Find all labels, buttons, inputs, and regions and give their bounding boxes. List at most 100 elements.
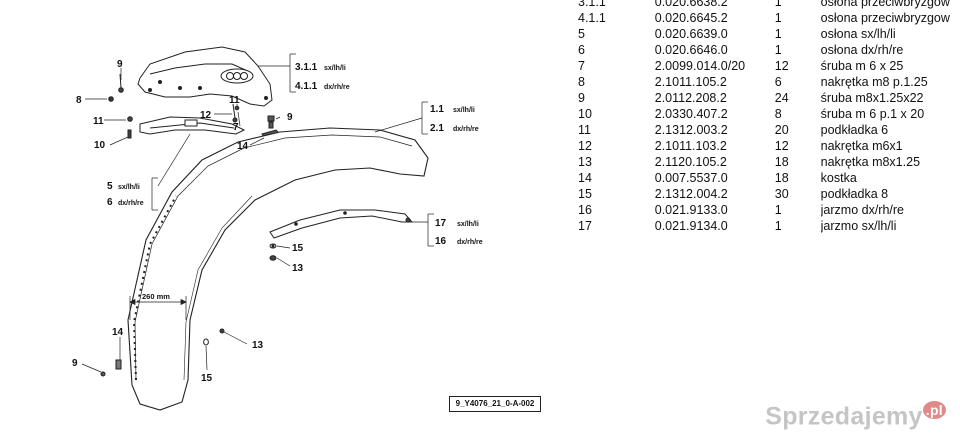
part-ref: 10	[578, 107, 592, 121]
part-code: 0.020.6638.2	[654, 0, 728, 9]
part-code: 2.1120.105.2	[654, 155, 727, 169]
callout-9-mid: 9	[287, 112, 293, 123]
part-code: 0.020.6639.0	[654, 27, 728, 41]
callout-8: 8	[76, 95, 82, 106]
part-ref: 4.1.1	[578, 11, 606, 25]
part-ref: 14	[578, 171, 592, 185]
part-qty: 1	[774, 27, 782, 41]
part-qty: 12	[774, 139, 789, 153]
table-row: 12 2.1011.103.2 12 nakrętka m6x1	[578, 138, 960, 154]
part-desc: kostka	[820, 171, 857, 185]
part-code: 2.1312.003.2	[654, 123, 728, 137]
watermark: Sprzedajemy.pl	[765, 400, 946, 431]
clamp-bracket-part	[139, 116, 246, 135]
part-ref: 5	[578, 27, 585, 41]
callout-4-1-1: 4.1.1	[295, 81, 318, 92]
fastener-group-top	[108, 73, 275, 139]
part-ref: 17	[578, 219, 592, 233]
callout-17: 17	[435, 218, 447, 229]
callout-3-1-1: 3.1.1	[295, 62, 318, 73]
yoke-bracket-part	[269, 209, 414, 239]
part-code: 2.1312.004.2	[654, 187, 728, 201]
part-desc: podkładka 8	[820, 187, 889, 201]
callout-16-side: dx/rh/re	[457, 239, 483, 246]
table-row: 8 2.1011.105.2 6 nakrętka m8 p.1.25	[578, 74, 960, 90]
part-qty: 1	[774, 11, 782, 25]
callout-14-bottom: 14	[112, 327, 124, 338]
part-ref: 15	[578, 187, 592, 201]
bracket-top-part	[137, 46, 273, 107]
part-code: 0.020.6646.0	[654, 43, 728, 57]
part-ref: 16	[578, 203, 592, 217]
part-desc: jarzmo sx/lh/li	[820, 219, 897, 233]
part-code: 2.0330.407.2	[654, 107, 728, 121]
table-row: 16 0.021.9133.0 1 jarzmo dx/rh/re	[578, 202, 960, 218]
callout-15-mid: 15	[292, 243, 304, 254]
callout-13-mid: 13	[292, 263, 304, 274]
callout-10: 10	[94, 140, 106, 151]
parts-table: 3.1.1 0.020.6638.2 1 osłona przeciwbryzgow 4…	[578, 0, 960, 234]
fastener-group-mid	[100, 243, 277, 377]
callout-15-bottom: 15	[201, 373, 213, 384]
callout-5: 5	[107, 181, 113, 192]
part-code: 2.1011.103.2	[654, 139, 727, 153]
part-code: 0.021.9133.0	[654, 203, 728, 217]
part-qty: 1	[774, 43, 782, 57]
table-row: 17 0.021.9134.0 1 jarzmo sx/lh/li	[578, 218, 960, 234]
part-desc: jarzmo dx/rh/re	[820, 203, 905, 217]
part-desc: osłona przeciwbryzgow	[820, 0, 950, 9]
part-desc: nakrętka m8x1.25	[820, 155, 921, 169]
watermark-text: Sprzedajemy	[765, 402, 923, 430]
part-ref: 7	[578, 59, 585, 73]
part-qty: 18	[774, 155, 789, 169]
callout-1-1: 1.1	[430, 104, 444, 115]
part-code: 0.021.9134.0	[654, 219, 728, 233]
part-ref: 8	[578, 75, 585, 89]
part-qty: 20	[774, 123, 789, 137]
part-desc: nakrętka m8 p.1.25	[820, 75, 928, 89]
callout-13-bottom: 13	[252, 340, 264, 351]
fender-part	[127, 127, 429, 411]
callout-17-side: sx/lh/li	[457, 221, 479, 228]
callout-2-1: 2.1	[430, 123, 444, 134]
part-code: 2.0099.014.0/20	[654, 59, 746, 73]
part-ref: 11	[578, 123, 591, 137]
part-qty: 24	[774, 91, 789, 105]
part-desc: osłona sx/lh/li	[820, 27, 896, 41]
table-row: 11 2.1312.003.2 20 podkładka 6	[578, 122, 960, 138]
exploded-parts-diagram: 9 8 11 10 12 11 7 9 14 5 sx/lh/li 6 dx/r…	[72, 46, 483, 411]
part-qty: 18	[774, 171, 789, 185]
part-ref: 12	[578, 139, 592, 153]
callout-3-1-1-side: sx/lh/li	[324, 65, 346, 72]
part-qty: 1	[774, 203, 782, 217]
leader-lines	[81, 53, 434, 373]
part-desc: podkładka 6	[820, 123, 889, 137]
part-ref: 3.1.1	[578, 0, 606, 9]
part-desc: śruba m8x1.25x22	[820, 91, 924, 105]
part-desc: śruba m 6 x 25	[820, 59, 904, 73]
callout-12: 12	[200, 110, 212, 121]
part-qty: 6	[774, 75, 782, 89]
part-desc: śruba m 6 p.1 x 20	[820, 107, 925, 121]
part-ref: 6	[578, 43, 585, 57]
callout-6: 6	[107, 197, 113, 208]
part-desc: nakrętka m6x1	[820, 139, 903, 153]
watermark-suffix: .pl	[922, 400, 946, 419]
part-code: 2.1011.105.2	[654, 75, 727, 89]
table-row: 5 0.020.6639.0 1 osłona sx/lh/li	[578, 26, 960, 42]
part-code: 2.0112.208.2	[654, 91, 727, 105]
callout-5-side: sx/lh/li	[118, 184, 140, 191]
table-row: 9 2.0112.208.2 24 śruba m8x1.25x22	[578, 90, 960, 106]
part-ref: 9	[578, 91, 585, 105]
callout-7: 7	[233, 122, 239, 133]
callout-6-side: dx/rh/re	[118, 200, 144, 207]
callout-2-1-side: dx/rh/re	[453, 126, 479, 133]
part-desc: osłona przeciwbryzgow	[820, 11, 950, 25]
part-qty: 1	[774, 219, 782, 233]
